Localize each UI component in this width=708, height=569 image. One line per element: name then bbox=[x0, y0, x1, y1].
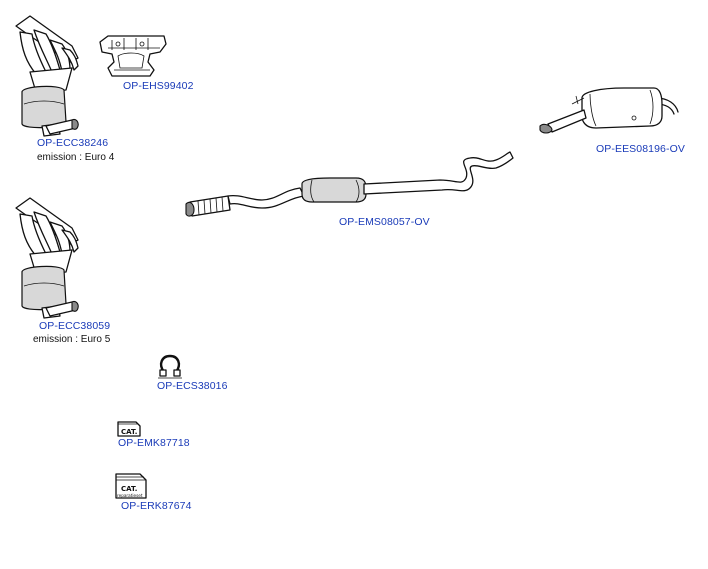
part-link-heat-shield[interactable]: OP-EHS99402 bbox=[123, 80, 194, 92]
rear-silencer-drawing[interactable] bbox=[539, 87, 679, 134]
part-link-clamp[interactable]: OP-ECS38016 bbox=[157, 380, 228, 392]
mounting-kit-drawing[interactable]: CAT. bbox=[117, 421, 141, 437]
clamp-drawing[interactable] bbox=[158, 354, 182, 379]
repair-kit-box-label: CAT. bbox=[121, 485, 137, 493]
part-link-rear-silencer[interactable]: OP-EES08196-OV bbox=[596, 143, 685, 155]
emission-note-euro5: emission : Euro 5 bbox=[33, 334, 111, 345]
emission-note-euro4: emission : Euro 4 bbox=[37, 152, 115, 163]
part-link-repair-kit[interactable]: OP-ERK87674 bbox=[121, 500, 192, 512]
part-link-middle-silencer[interactable]: OP-EMS08057-OV bbox=[339, 216, 430, 228]
repair-kit-drawing[interactable]: CAT. reparatieset bbox=[115, 473, 147, 499]
part-link-mounting-kit[interactable]: OP-EMK87718 bbox=[118, 437, 190, 449]
part-link-manifold-catalyst-euro5[interactable]: OP-ECC38059 bbox=[39, 320, 111, 332]
manifold-catalyst-euro4-drawing[interactable] bbox=[15, 15, 79, 137]
repair-kit-box-sublabel: reparatieset bbox=[117, 493, 143, 498]
part-link-manifold-catalyst-euro4[interactable]: OP-ECC38246 bbox=[37, 137, 109, 149]
heat-shield-drawing[interactable] bbox=[99, 35, 167, 77]
mounting-kit-box-label: CAT. bbox=[121, 428, 137, 436]
manifold-catalyst-euro5-drawing[interactable] bbox=[15, 197, 79, 319]
middle-silencer-drawing[interactable] bbox=[185, 151, 514, 217]
